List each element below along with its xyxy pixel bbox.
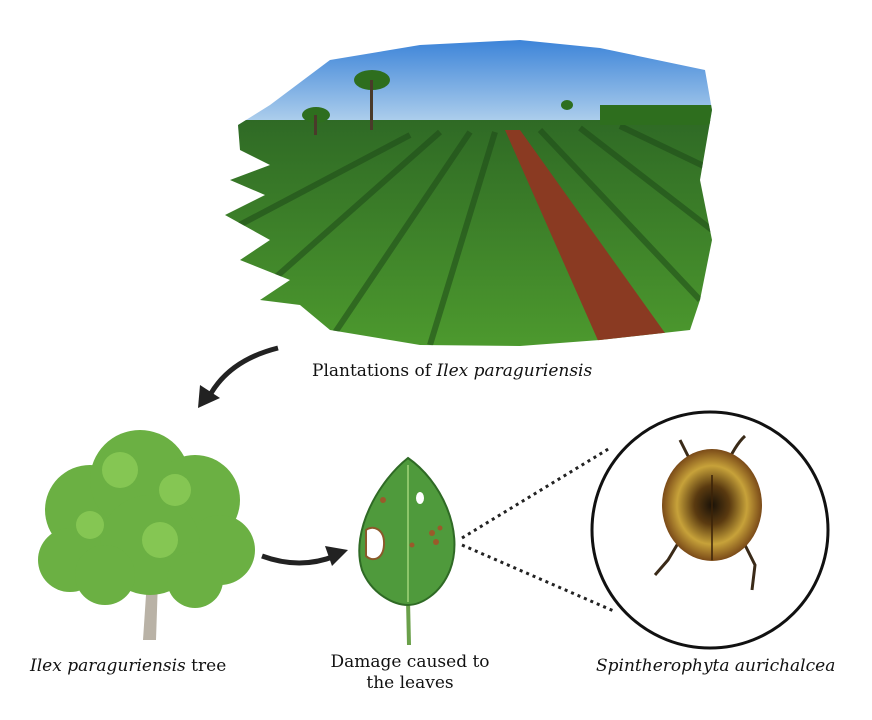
dotted-connector-top — [461, 446, 611, 540]
plantation-photo — [225, 40, 712, 346]
arrow-head-right — [325, 546, 348, 566]
tree-caption: Ilex paraguriensis tree — [30, 656, 226, 676]
damaged-leaf-illustration — [358, 456, 456, 646]
arrow-head-down — [198, 385, 220, 408]
dotted-connector-bottom — [461, 543, 617, 614]
tree-caption-species: Ilex paraguriensis — [30, 656, 186, 676]
plantation-caption-prefix: Plantations of — [312, 361, 437, 381]
beetle-caption: Spintherophyta aurichalcea — [596, 656, 835, 676]
plantation-caption-species: Ilex paraguriensis — [436, 361, 593, 381]
curved-arrow-right — [261, 553, 336, 566]
damage-caption-line2: the leaves — [366, 673, 454, 693]
damage-caption: Damage caused to the leaves — [320, 652, 500, 694]
beetle-caption-species: Spintherophyta aurichalcea — [596, 656, 836, 676]
plantation-caption: Plantations of Ilex paraguriensis — [312, 361, 592, 381]
curved-arrow-down — [207, 345, 279, 397]
tree-illustration — [38, 430, 255, 640]
tree-caption-suffix: tree — [185, 656, 227, 676]
damage-caption-line1: Damage caused to — [330, 652, 490, 672]
